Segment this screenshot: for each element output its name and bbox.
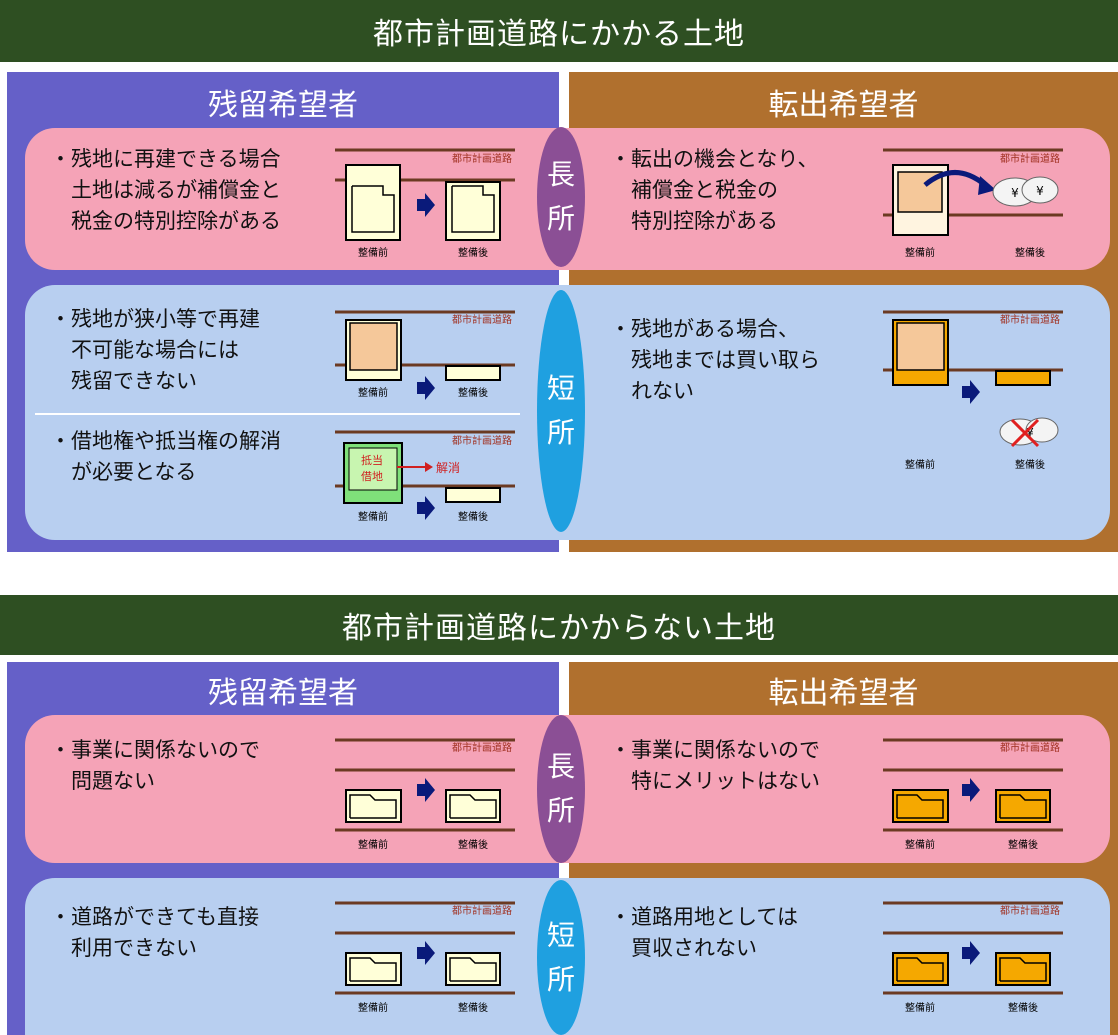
after-label: 整備後 xyxy=(1008,1001,1038,1014)
section1-left-merit-text: ・残地に再建できる場合 土地は減るが補償金と 税金の特別控除がある xyxy=(50,147,281,233)
before-label: 整備前 xyxy=(358,386,388,399)
diagram-s1-right-demerit: 都市計画道路 ¥ 整備前 整備後 xyxy=(883,310,1063,471)
section1-right-demerit-text: ・残地がある場合、 残地までは買い取ら れない xyxy=(610,317,820,403)
before-label: 整備前 xyxy=(358,1001,388,1014)
diagram-s1-left-demerit-2: 都市計画道路 抵当 借地 解消 整備前 整備後 xyxy=(335,430,515,523)
diagram-s2-left-demerit: 都市計画道路 整備前 整備後 xyxy=(335,901,515,1014)
section2-left-heading: 残留希望者 xyxy=(208,676,358,711)
road-label: 都市計画道路 xyxy=(452,313,512,326)
badge-char: 短 xyxy=(546,918,575,952)
section1-demerit-divider xyxy=(35,413,520,415)
road-label: 都市計画道路 xyxy=(452,904,512,917)
diagram-s1-left-merit: 都市計画道路 整備前 整備後 xyxy=(335,148,515,259)
badge-char: 長 xyxy=(546,750,575,783)
yen-sign: ¥ xyxy=(1011,186,1019,200)
badge-char: 短 xyxy=(546,372,575,405)
section1-left-demerit-text-2: ・借地権や抵当権の解消 が必要となる xyxy=(50,429,281,484)
leasehold-label: 借地 xyxy=(361,470,383,483)
section1-right-merit-text: ・転出の機会となり、 補償金と税金の 特別控除がある xyxy=(610,147,819,233)
after-label: 整備後 xyxy=(458,1001,488,1014)
before-label: 整備前 xyxy=(905,246,935,259)
road-label: 都市計画道路 xyxy=(452,434,512,447)
after-label: 整備後 xyxy=(458,510,488,523)
road-label: 都市計画道路 xyxy=(1000,904,1060,917)
diagram-s2-left-merit: 都市計画道路 整備前 整備後 xyxy=(335,738,515,851)
section2-right-merit-text: ・事業に関係ないので 特にメリットはない xyxy=(610,738,820,793)
cancel-label: 解消 xyxy=(436,461,460,475)
yen-sign: ¥ xyxy=(1026,426,1034,440)
after-label: 整備後 xyxy=(1015,246,1045,259)
after-label: 整備後 xyxy=(458,838,488,851)
badge-char: 所 xyxy=(546,962,575,996)
before-label: 整備前 xyxy=(358,838,388,851)
section2-title: 都市計画道路にかからない土地 xyxy=(342,611,776,646)
section1-demerit-badge: 短 所 xyxy=(537,290,585,532)
section1-title-bar: 都市計画道路にかかる土地 xyxy=(0,0,1118,62)
section2-left-demerit-text: ・道路ができても直接 利用できない xyxy=(50,905,259,960)
section2-right-demerit-text: ・道路用地としては 買収されない xyxy=(610,905,798,960)
badge-char: 所 xyxy=(546,794,575,827)
badge-char: 長 xyxy=(546,158,575,191)
section1-title: 都市計画道路にかかる土地 xyxy=(373,17,745,52)
after-label: 整備後 xyxy=(1015,458,1045,471)
mortgage-label: 抵当 xyxy=(361,453,383,467)
road-label: 都市計画道路 xyxy=(1000,152,1060,165)
yen-sign: ¥ xyxy=(1036,184,1044,198)
section2-right-heading: 転出希望者 xyxy=(768,676,919,711)
section1-right-heading: 転出希望者 xyxy=(768,88,919,123)
road-label: 都市計画道路 xyxy=(1000,313,1060,326)
diagram-s2-right-merit: 都市計画道路 整備前 整備後 xyxy=(883,738,1063,851)
road-label: 都市計画道路 xyxy=(452,741,512,754)
section2-merit-badge: 長 所 xyxy=(537,715,585,863)
before-label: 整備前 xyxy=(905,458,935,471)
before-label: 整備前 xyxy=(905,1001,935,1014)
section2-title-bar: 都市計画道路にかからない土地 xyxy=(0,595,1118,655)
section2-demerit-badge: 短 所 xyxy=(537,880,585,1035)
before-label: 整備前 xyxy=(358,510,388,523)
after-label: 整備後 xyxy=(458,246,488,259)
road-label: 都市計画道路 xyxy=(1000,741,1060,754)
diagram-s1-left-demerit-1: 都市計画道路 整備前 整備後 xyxy=(335,310,515,400)
before-label: 整備前 xyxy=(905,838,935,851)
after-label: 整備後 xyxy=(1008,838,1038,851)
section1-left-heading: 残留希望者 xyxy=(208,88,358,123)
section1-left-demerit-text-1: ・残地が狭小等で再建 不可能な場合には 残留できない xyxy=(50,307,260,393)
badge-char: 所 xyxy=(546,202,575,235)
diagram-s2-right-demerit: 都市計画道路 整備前 整備後 xyxy=(883,901,1063,1014)
before-label: 整備前 xyxy=(358,246,388,259)
road-label: 都市計画道路 xyxy=(452,152,512,165)
diagram-s1-right-merit: 都市計画道路 ¥ ¥ 整備前 整備後 xyxy=(883,148,1063,259)
section2-left-merit-text: ・事業に関係ないので 問題ない xyxy=(50,738,260,793)
after-label: 整備後 xyxy=(458,386,488,399)
section1-merit-badge: 長 所 xyxy=(537,127,585,267)
badge-char: 所 xyxy=(546,416,575,449)
